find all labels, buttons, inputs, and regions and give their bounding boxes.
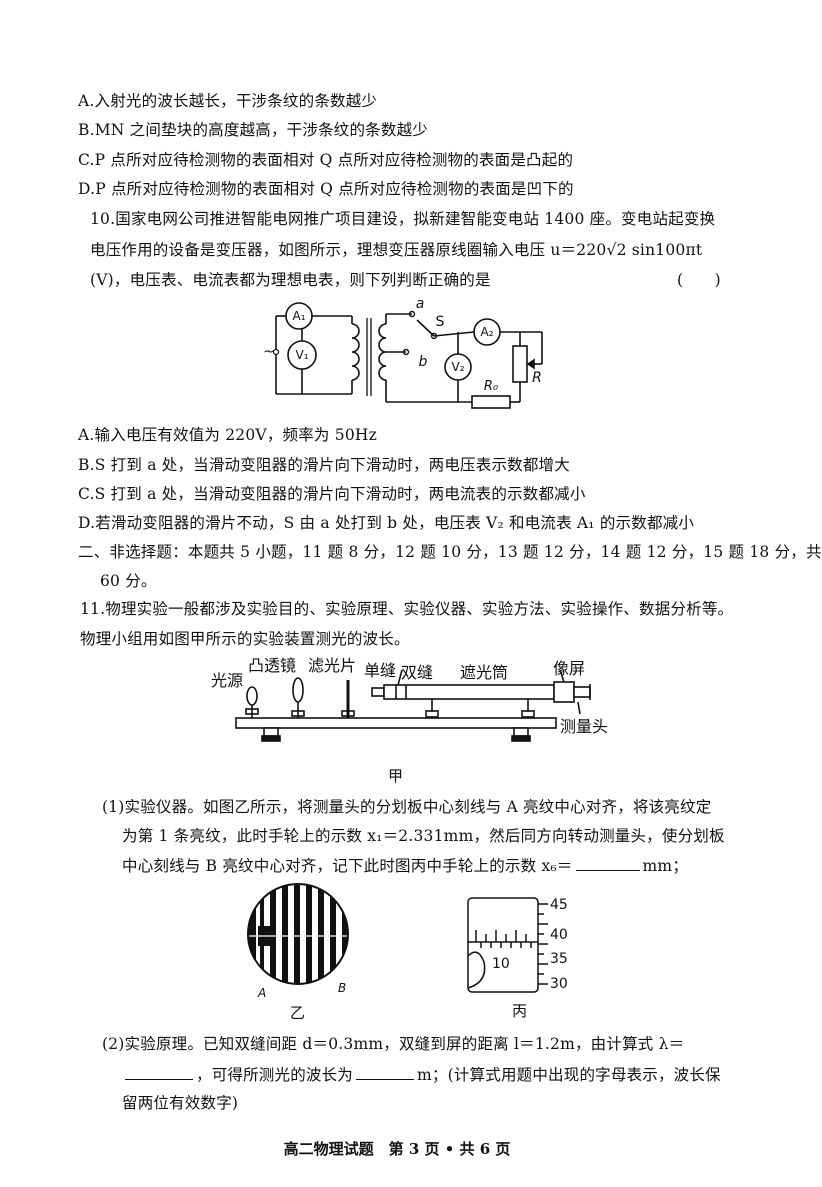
micrometer-reading-diagram: 45 40 35 30 10 (467, 897, 568, 993)
page-footer: 高二物理试题 第 3 页 • 共 6 页 (283, 1140, 511, 1158)
section2-header-line2: 60 分。 (100, 572, 157, 590)
q10-option-d: D.若滑动变阻器的滑片不动，S 由 a 处打到 b 处，电压表 V₂ 和电流表 … (78, 514, 695, 532)
q9-option-a: A.入射光的波长越长，干涉条纹的条数越少 (78, 92, 378, 110)
q9-option-c: C.P 点所对应待检测物的表面相对 Q 点所对应待检测物的表面是凸起的 (78, 151, 574, 169)
q11-stem-line2: 物理小组用如图甲所示的实验装置测光的波长。 (80, 630, 410, 648)
label-double-slit: 双缝 (401, 663, 434, 682)
ac-source-symbol: ~ (263, 344, 275, 360)
label-measuring-head: 测量头 (560, 717, 609, 736)
ammeter-a1 (285, 302, 313, 330)
mm-unit: mm； (642, 857, 689, 875)
wavelength-answer-blank[interactable] (356, 1063, 415, 1080)
label-a1: A₁ (292, 309, 305, 323)
label-b: b (419, 354, 428, 370)
label-r0: R₀ (484, 379, 499, 394)
label-single-slit: 单缝 (364, 661, 397, 680)
tick-40: 40 (550, 927, 568, 943)
label-r: R (532, 370, 542, 386)
q11-part2-tail-text: m；(计算式用题中出现的字母表示，波长保 (417, 1066, 721, 1084)
label-light-source: 光源 (211, 671, 244, 690)
q11-part2-mid-text: ，可得所测光的波长为 (196, 1066, 354, 1084)
q10-stem-line1: 10.国家电网公司推进智能电网推广项目建设，拟新建智能变电站 1400 座。变电… (90, 210, 716, 228)
q9-option-b: B.MN 之间垫块的高度越高，干涉条纹的条数越少 (78, 121, 428, 139)
q10-stem-line3: (V)，电压表、电流表都为理想电表，则下列判断正确的是 (90, 271, 491, 289)
interference-fringes-view: A B (247, 883, 349, 1000)
section2-header-line1: 二、非选择题：本题共 5 小题，11 题 8 分，12 题 10 分，13 题 … (78, 543, 822, 561)
tick-30: 30 (550, 976, 568, 992)
figure-bing-caption: 丙 (512, 1002, 528, 1020)
label-s: S (436, 314, 445, 330)
figure-jia-caption: 甲 (388, 767, 404, 785)
label-convex-lens: 凸透镜 (248, 656, 297, 675)
main-scale-10: 10 (492, 956, 510, 972)
q11-part2-line3: 留两位有效数字) (122, 1094, 239, 1112)
q11-part1-line2: 为第 1 条亮纹，此时手轮上的示数 x₁＝2.331mm，然后同方向转动测量头，… (122, 827, 725, 845)
ammeter-a2 (473, 318, 501, 346)
transformer-circuit-diagram: A₁ V₁ A₂ V₂ a b S R R₀ ~ (263, 296, 543, 409)
q11-part1-line1: (1)实验仪器。如图乙所示，将测量头的分划板中心刻线与 A 亮纹中心对齐，将该亮… (102, 798, 712, 816)
q9-option-d: D.P 点所对应待检测物的表面相对 Q 点所对应待检测物的表面是凹下的 (78, 180, 574, 198)
label-fringe-b: B (338, 981, 346, 995)
q10-option-c: C.S 打到 a 处，当滑动变阻器的滑片向下滑动时，两电流表的示数都减小 (78, 485, 586, 503)
x6-answer-blank[interactable] (575, 854, 640, 871)
q10-answer-paren: ( ) (677, 271, 721, 289)
label-screen: 像屏 (553, 659, 586, 678)
tick-35: 35 (550, 951, 568, 967)
voltmeter-v1 (287, 340, 317, 370)
label-filter: 滤光片 (308, 656, 357, 675)
label-v1: V₁ (295, 348, 308, 362)
figure-yi-caption: 乙 (290, 1004, 306, 1022)
label-fringe-a: A (257, 986, 266, 1000)
label-v2: V₂ (451, 360, 464, 374)
q10-option-a: A.输入电压有效值为 220V，频率为 50Hz (78, 426, 377, 444)
q11-part1-line3: 中心刻线与 B 亮纹中心对齐，记下此时图丙中手轮上的示数 x₆＝ mm； (122, 854, 688, 877)
tick-45: 45 (550, 897, 568, 913)
label-a: a (416, 296, 425, 312)
voltmeter-v2 (444, 353, 472, 381)
q11-stem-line1: 11.物理实验一般都涉及实验目的、实验原理、实验仪器、实验方法、实验操作、数据分… (80, 600, 734, 618)
q11-part1-line3-text: 中心刻线与 B 亮纹中心对齐，记下此时图丙中手轮上的示数 x₆＝ (122, 857, 573, 875)
q11-part2-line1: (2)实验原理。已知双缝间距 d＝0.3mm，双缝到屏的距离 l＝1.2m，由计… (102, 1035, 685, 1053)
label-light-tube: 遮光筒 (460, 663, 509, 682)
q10-option-b: B.S 打到 a 处，当滑动变阻器的滑片向下滑动时，两电压表示数都增大 (78, 456, 570, 474)
label-a2: A₂ (480, 325, 493, 339)
q10-stem-line2: 电压作用的设备是变压器，如图所示，理想变压器原线圈输入电压 u＝220√2 si… (90, 241, 703, 259)
double-slit-apparatus-diagram (235, 669, 591, 742)
q11-part2-line2: ，可得所测光的波长为 m；(计算式用题中出现的字母表示，波长保 (122, 1063, 721, 1086)
formula-answer-blank[interactable] (125, 1063, 193, 1080)
